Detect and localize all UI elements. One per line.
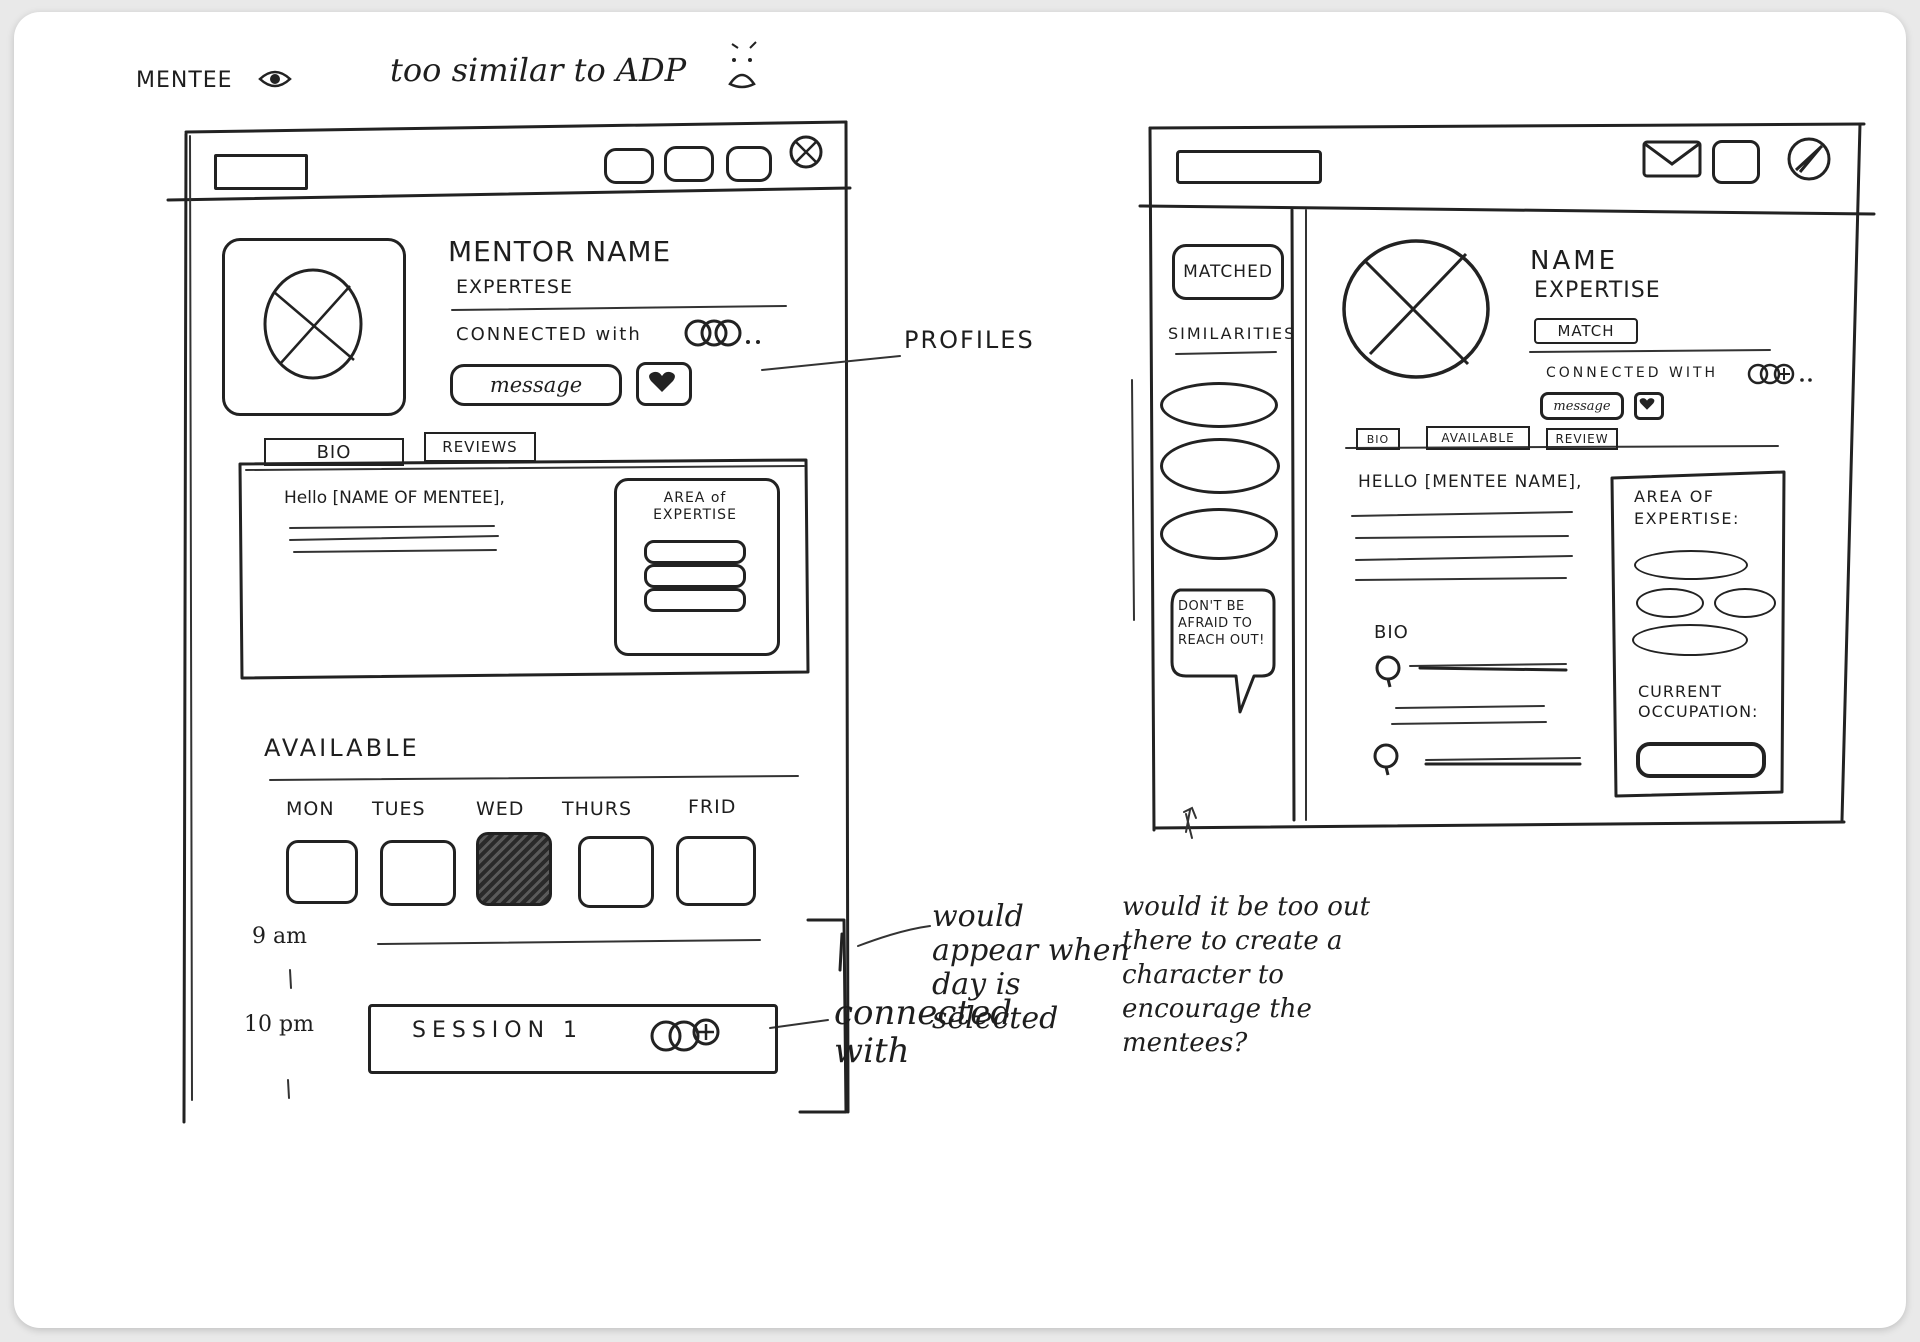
message-button[interactable]: message <box>450 364 622 406</box>
favorite-button[interactable] <box>636 362 692 406</box>
time-slot-9am-line <box>377 939 761 945</box>
nav-button-2[interactable] <box>664 146 714 182</box>
right-expertise: EXPERTISE <box>1534 278 1661 303</box>
right-heart-icon <box>1639 398 1655 410</box>
current-occupation-title: CURRENT OCCUPATION: <box>1638 682 1759 721</box>
sketch-paper <box>14 12 1906 1328</box>
current-occupation-pill <box>1636 742 1766 778</box>
annotation-bracket <box>798 918 848 1114</box>
bio-greeting: Hello [NAME OF MENTEE], <box>284 488 505 508</box>
bio-question-icon-2 <box>1373 743 1399 776</box>
left-available-divider <box>269 775 799 781</box>
eye-icon <box>258 70 292 88</box>
connected-with-label: CONNECTED with <box>456 324 642 345</box>
right-tab-review[interactable]: REVIEW <box>1546 428 1618 450</box>
frown-face-icon <box>728 41 757 89</box>
bio-question-icon-1 <box>1375 655 1401 688</box>
day-box-mon[interactable] <box>286 840 358 904</box>
day-label-frid: FRID <box>688 796 737 818</box>
day-label-tues: TUES <box>372 798 426 820</box>
right-greeting: HELLO [MENTEE NAME], <box>1358 472 1583 492</box>
match-badge: MATCH <box>1534 318 1638 344</box>
right-tab-bio[interactable]: BIO <box>1356 428 1400 450</box>
right-tab-available[interactable]: AVAILABLE <box>1426 426 1530 450</box>
day-box-wed-selected[interactable] <box>476 832 552 906</box>
similarity-note: too similar to ADP <box>390 51 687 89</box>
mentor-name: MENTOR NAME <box>448 235 672 268</box>
right-sidebar-divider <box>1290 208 1296 822</box>
would-appear-arrow <box>857 925 931 947</box>
nav-button-3[interactable] <box>726 146 772 182</box>
day-label-wed: WED <box>476 798 525 820</box>
right-expertise-pill-2 <box>1636 588 1704 618</box>
matched-button[interactable]: MATCHED <box>1172 244 1284 300</box>
encouragement-speech-bubble: DON'T BE AFRAID TO REACH OUT! <box>1178 599 1265 648</box>
role-label: MENTEE <box>136 68 233 93</box>
profile-avatar-icon[interactable] <box>788 134 824 170</box>
similarity-item-3[interactable] <box>1160 508 1278 560</box>
day-box-tues[interactable] <box>380 840 456 906</box>
right-expertise-pill-3 <box>1714 588 1776 618</box>
day-label-mon: MON <box>286 798 335 820</box>
right-area-of-expertise-title: AREA OF EXPERTISE: <box>1634 487 1740 528</box>
heart-icon <box>649 371 675 392</box>
left-window-frame <box>166 120 852 1124</box>
top-search-bar[interactable] <box>214 154 308 190</box>
mentor-photo-frame <box>222 238 406 416</box>
connected-avatars-icon <box>684 319 760 347</box>
right-expertise-pill-4 <box>1632 624 1748 656</box>
right-name: NAME <box>1530 246 1619 276</box>
nav-button-1[interactable] <box>604 148 654 184</box>
time-label-10pm: 10 pm <box>244 1012 314 1037</box>
right-favorite-button[interactable] <box>1634 392 1664 420</box>
right-message-button[interactable]: message <box>1540 392 1624 420</box>
right-window-frame <box>1131 122 1876 832</box>
session-1-label: SESSION 1 <box>412 1018 584 1043</box>
profiles-annotation: PROFILES <box>904 326 1035 354</box>
right-expertise-pill-1 <box>1634 550 1748 580</box>
expertise-pill-2 <box>644 564 746 588</box>
would-appear-annotation: would appear when day is selected <box>932 899 1130 1036</box>
right-expertise-card <box>1610 470 1786 798</box>
right-photo-placeholder-icon <box>1342 239 1490 379</box>
right-connected-avatars-icon <box>1747 363 1812 385</box>
area-of-expertise-title: AREA of EXPERTISE <box>653 490 737 523</box>
character-question-annotation: would it be too out there to create a ch… <box>1122 892 1371 1058</box>
similarities-label: SIMILARITIES <box>1168 324 1297 343</box>
mentor-expertise: EXPERTESE <box>456 276 573 298</box>
similarity-item-1[interactable] <box>1160 382 1278 428</box>
left-header-divider <box>451 305 787 311</box>
session-attendees-add-icon[interactable] <box>648 1014 728 1054</box>
day-label-thurs: THURS <box>562 798 633 820</box>
mail-icon[interactable] <box>1642 140 1702 178</box>
expertise-pill-3 <box>644 588 746 612</box>
day-box-frid[interactable] <box>676 836 756 906</box>
session-1-slot[interactable] <box>368 1004 778 1074</box>
available-heading: AVAILABLE <box>264 734 420 762</box>
right-nav-button[interactable] <box>1712 140 1760 184</box>
right-bio-label: BIO <box>1374 622 1409 643</box>
right-connected-with-label: CONNECTED WITH <box>1546 365 1719 381</box>
left-bio-card <box>238 458 810 680</box>
similarity-item-2[interactable] <box>1160 438 1280 494</box>
day-box-thurs[interactable] <box>578 836 654 908</box>
mentor-photo-placeholder-icon <box>263 268 363 380</box>
right-top-search-bar[interactable] <box>1176 150 1322 184</box>
time-label-9am: 9 am <box>252 924 307 949</box>
speech-bubble-shape <box>1170 588 1276 714</box>
profiles-arrow <box>761 355 901 371</box>
connected-with-annotation: connected with <box>834 993 1013 1071</box>
tab-bio[interactable]: BIO <box>264 438 404 466</box>
expertise-pill-1 <box>644 540 746 564</box>
tab-reviews[interactable]: REVIEWS <box>424 432 536 462</box>
right-profile-avatar-icon[interactable] <box>1784 136 1834 182</box>
area-of-expertise-card <box>614 478 780 656</box>
connected-with-arrow <box>769 1019 829 1029</box>
